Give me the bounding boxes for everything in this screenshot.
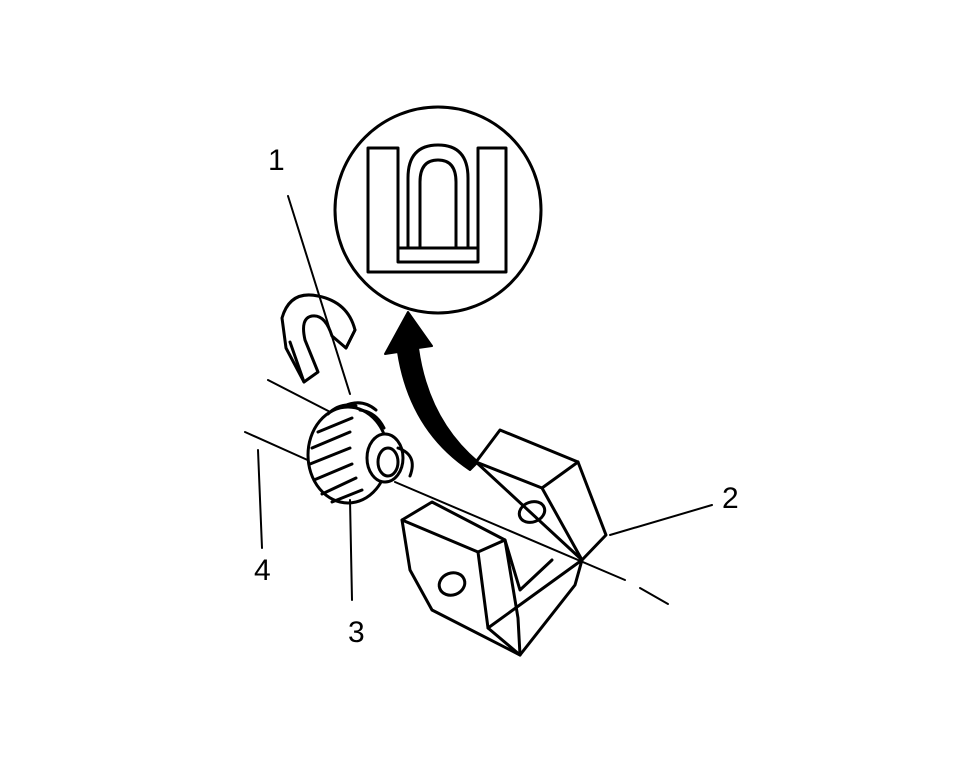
pinion-gear <box>306 401 414 505</box>
detail-magnifier-circle <box>333 105 543 315</box>
callout-3-pinion-gear: 3 <box>348 616 365 649</box>
shaft-centerlines <box>244 379 669 605</box>
retaining-clip <box>280 293 357 384</box>
leader-lines <box>257 195 713 601</box>
detail-clip-in-slot <box>366 143 508 274</box>
callout-1-retaining-clip: 1 <box>268 144 285 177</box>
mounting-bracket <box>400 428 608 657</box>
callout-2-mounting-bracket: 2 <box>722 482 739 515</box>
curved-arrow-icon <box>384 311 479 471</box>
callout-4-shaft: 4 <box>254 554 271 587</box>
